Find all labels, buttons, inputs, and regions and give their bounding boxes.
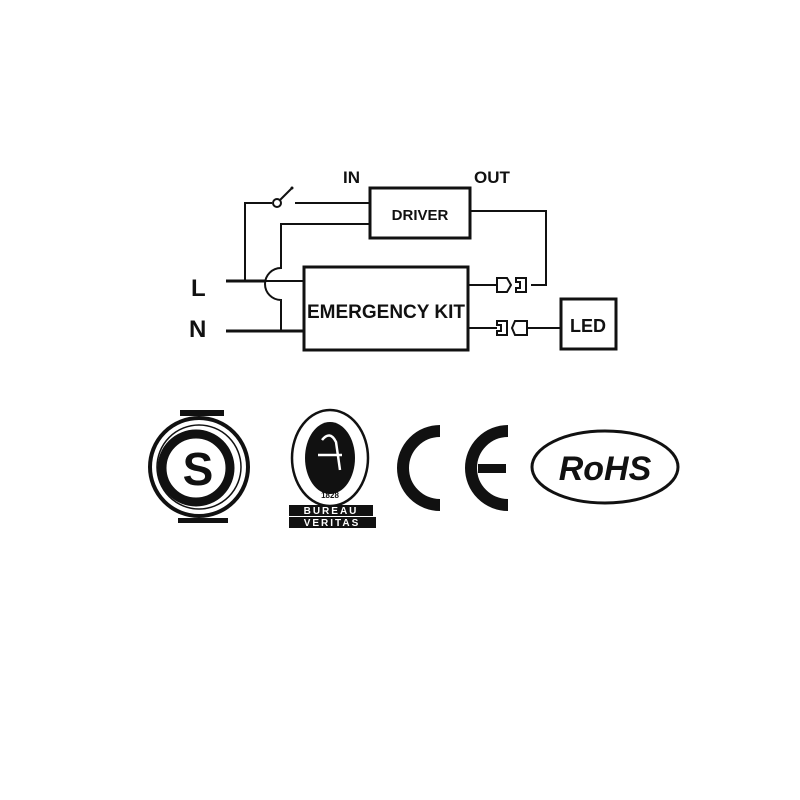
emergency-kit-label: EMERGENCY KIT xyxy=(307,302,465,323)
switch-contact-icon xyxy=(272,198,282,208)
rohs-text: RoHS xyxy=(559,450,652,488)
s-mark-letter: S xyxy=(183,443,214,495)
rohs-logo: RoHS xyxy=(530,429,680,505)
ce-mark-text: CE xyxy=(0,0,2,1)
led-block: LED xyxy=(559,297,618,351)
driver-label: DRIVER xyxy=(392,207,449,224)
line-label: L xyxy=(191,275,206,302)
neutral-driver-wire xyxy=(264,223,370,331)
connector-top-icon xyxy=(496,277,527,293)
switch-wire xyxy=(244,202,272,281)
emergency-kit-block: EMERGENCY KIT xyxy=(302,265,470,352)
s-mark-logo: S xyxy=(148,410,250,523)
in-label: IN xyxy=(343,168,360,187)
switch-lever-icon xyxy=(279,187,293,201)
driver-out-wire xyxy=(470,210,547,286)
bureau-veritas-bottom: VERITAS xyxy=(304,518,361,529)
ce-mark-logo: CE xyxy=(0,0,509,511)
neutral-label: N xyxy=(189,316,206,343)
led-label: LED xyxy=(570,316,606,336)
connector-bottom-icon xyxy=(496,320,528,336)
out-label: OUT xyxy=(474,168,511,187)
driver-block: DRIVER xyxy=(368,186,472,240)
bureau-veritas-logo: 1828 BUREAU VERITAS xyxy=(289,408,376,529)
bureau-veritas-top: BUREAU xyxy=(304,506,359,517)
bureau-veritas-year: 1828 xyxy=(321,491,339,500)
